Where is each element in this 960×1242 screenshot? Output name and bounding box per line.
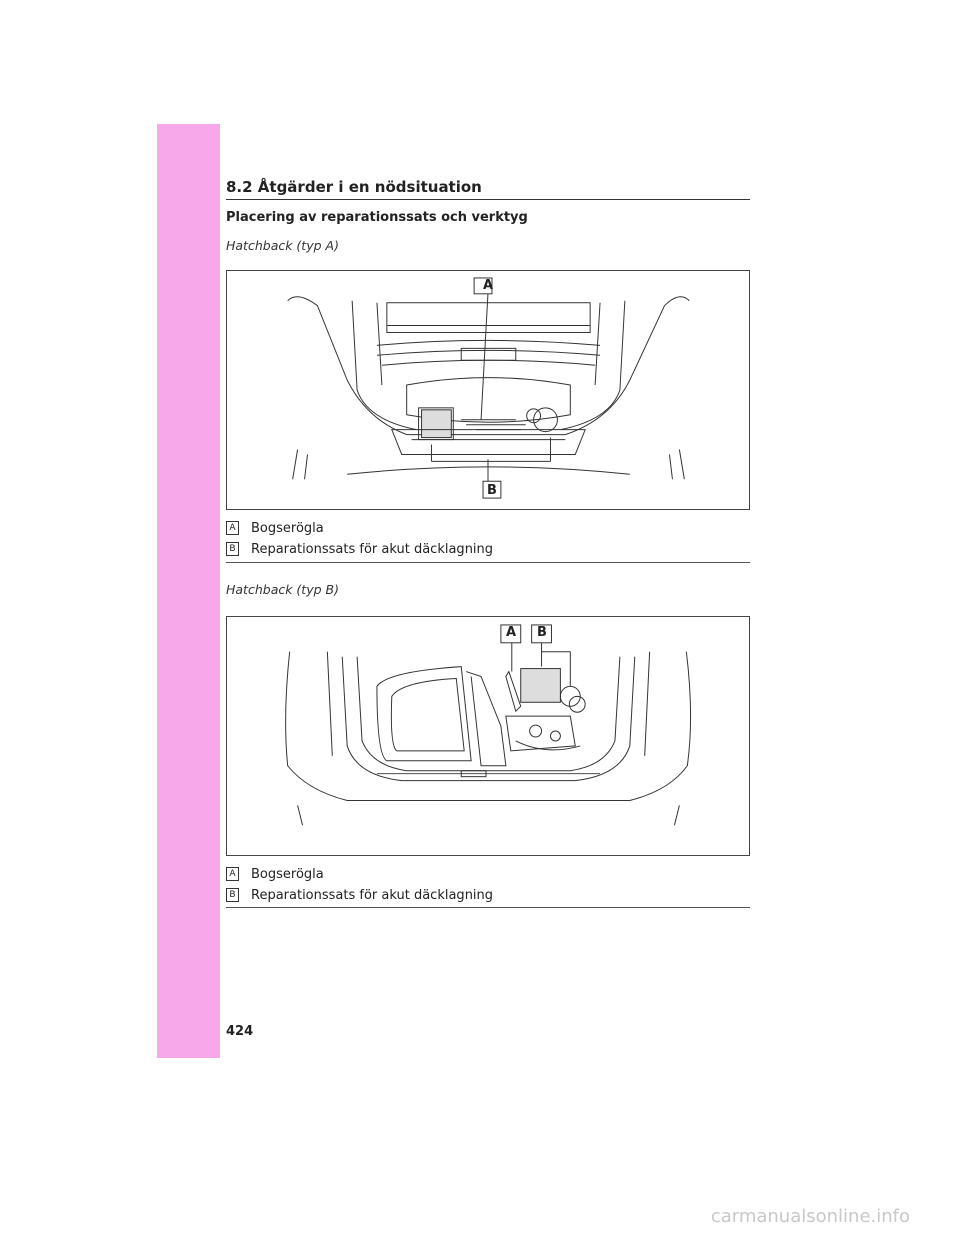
section-divider bbox=[226, 199, 750, 200]
legend-key: B bbox=[226, 542, 239, 556]
figure-a-callout-b: B bbox=[487, 483, 497, 498]
section-title: 8.2 Åtgärder i en nödsituation bbox=[226, 178, 482, 196]
page-heading: Placering av reparationssats och verktyg bbox=[226, 210, 528, 225]
legend-label: Bogserögla bbox=[251, 520, 324, 536]
figure-a-legend-item: B Reparationssats för akut däcklagning bbox=[226, 541, 493, 557]
figure-b-callout-a: A bbox=[505, 625, 517, 640]
figure-b-illustration bbox=[226, 616, 750, 856]
figure-a-callout-a: A bbox=[482, 278, 494, 293]
legend-key: A bbox=[226, 521, 239, 535]
legend-divider bbox=[226, 562, 750, 563]
figure-b-legend-item: A Bogserögla bbox=[226, 866, 324, 882]
legend-key: A bbox=[226, 867, 239, 881]
chapter-sidebar bbox=[157, 124, 220, 1058]
figure-b-subheading: Hatchback (typ B) bbox=[226, 582, 339, 597]
figure-b-legend-item: B Reparationssats för akut däcklagning bbox=[226, 887, 493, 903]
figure-a-subheading: Hatchback (typ A) bbox=[226, 238, 339, 253]
watermark: carmanualsonline.info bbox=[710, 1206, 910, 1227]
page-number: 424 bbox=[226, 1024, 254, 1039]
figure-b-callout-b: B bbox=[537, 625, 547, 640]
legend-label: Reparationssats för akut däcklagning bbox=[251, 887, 494, 903]
legend-label: Bogserögla bbox=[251, 866, 324, 882]
figure-a-illustration bbox=[226, 270, 750, 510]
legend-key: B bbox=[226, 888, 239, 902]
legend-label: Reparationssats för akut däcklagning bbox=[251, 541, 494, 557]
figure-a-legend-item: A Bogserögla bbox=[226, 520, 324, 536]
legend-divider bbox=[226, 907, 750, 908]
